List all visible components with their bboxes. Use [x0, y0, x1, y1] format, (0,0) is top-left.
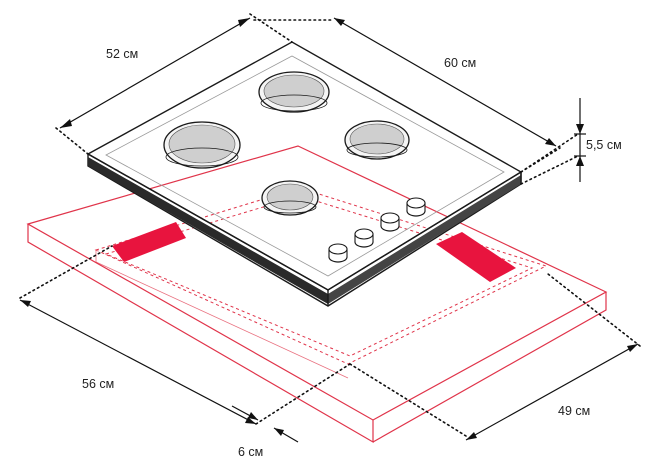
burners	[163, 71, 410, 216]
dimension-hob-height: 5,5 см	[520, 98, 622, 185]
cutout-left-edge	[112, 222, 186, 262]
cutout-opening-left	[95, 250, 349, 379]
label-cutout-width: 56 см	[82, 377, 114, 391]
dimension-front-gap: 6 см	[231, 405, 299, 459]
burner-front	[261, 180, 319, 216]
knob-1	[328, 243, 348, 263]
cutout-dashed-outline	[94, 187, 548, 365]
label-cutout-depth: 49 см	[558, 404, 590, 418]
cutout-dashed-outline-inner	[104, 195, 534, 357]
countertop-side-edge	[372, 292, 607, 443]
dimension-cutout-width: 56 см	[19, 245, 351, 425]
control-knobs	[328, 197, 426, 263]
knob-3	[380, 212, 400, 232]
dimension-cutout-depth: 49 см	[349, 273, 641, 441]
cooktop-side-strip	[88, 157, 328, 304]
dimension-hob-depth: 52 см	[55, 13, 293, 155]
countertop-front-edge	[27, 224, 374, 444]
cutout-right-edge	[436, 232, 516, 282]
label-hob-width: 60 см	[444, 56, 476, 70]
burner-left	[163, 121, 241, 169]
knob-4	[406, 197, 426, 217]
cooktop-inner-border	[105, 55, 505, 277]
countertop	[26, 145, 608, 444]
knob-2	[354, 228, 374, 248]
cooktop	[86, 41, 523, 307]
label-hob-depth: 52 см	[106, 47, 138, 61]
burner-back	[258, 71, 330, 113]
label-hob-height: 5,5 см	[586, 138, 622, 152]
burner-right	[344, 120, 410, 160]
dimension-hob-width: 60 см	[253, 17, 561, 173]
label-front-gap: 6 см	[238, 445, 263, 459]
cooktop-side-strip-right	[328, 175, 521, 304]
